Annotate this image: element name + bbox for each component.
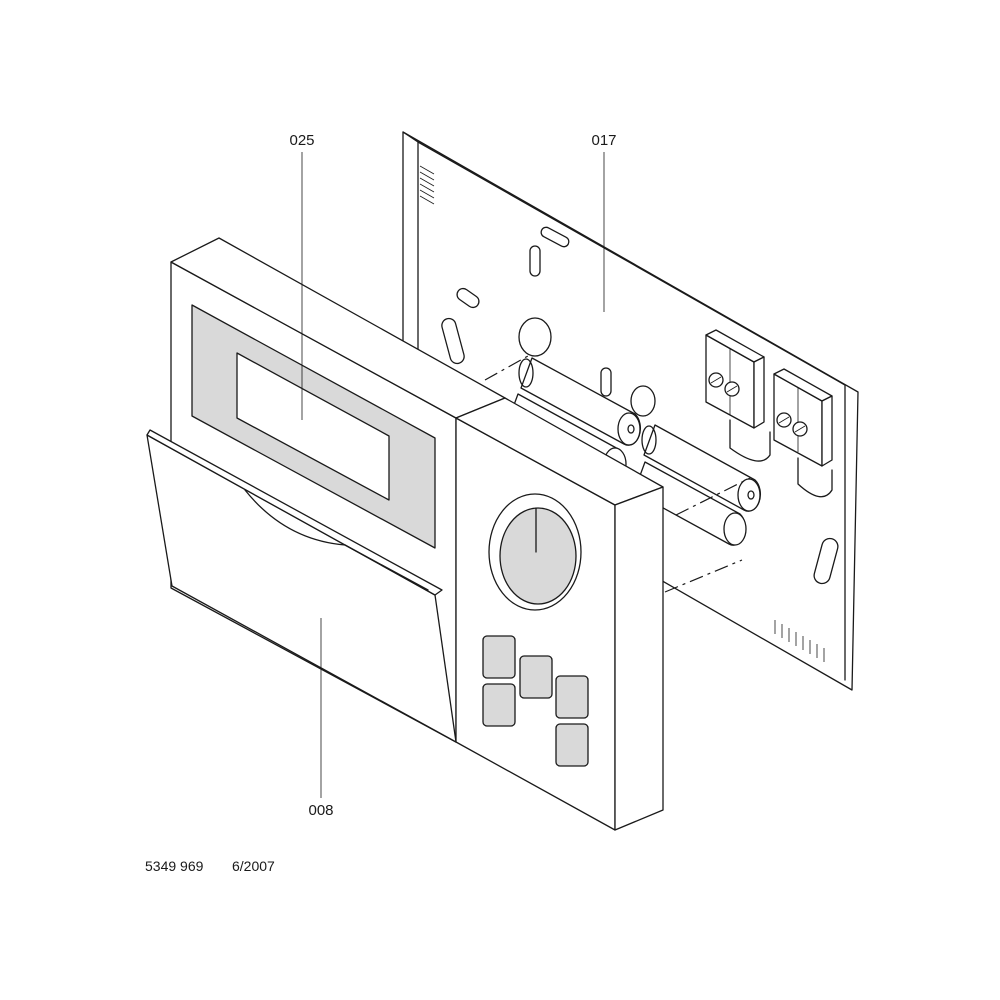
cover-flap [146, 429, 457, 743]
label-display: 025 [289, 132, 314, 149]
part-number: 5349 969 [145, 858, 204, 874]
battery-1 [518, 357, 642, 446]
button-grid [482, 635, 589, 767]
terminal-block-left [705, 329, 771, 462]
leader-lines [301, 152, 605, 798]
terminal-block-right [773, 368, 833, 498]
dial-knob [488, 493, 582, 611]
edge-hatch-top [419, 165, 435, 205]
revision-date: 6/2007 [232, 858, 275, 874]
label-base-plate: 017 [591, 132, 616, 149]
edge-hatch-bottom [774, 620, 825, 662]
battery-4 [633, 461, 747, 546]
display-window [236, 352, 390, 501]
battery-3 [641, 424, 762, 512]
front-housing [170, 237, 664, 831]
label-cover: 008 [308, 802, 333, 819]
mounting-slots [441, 226, 839, 585]
assembly-lines [484, 355, 751, 593]
